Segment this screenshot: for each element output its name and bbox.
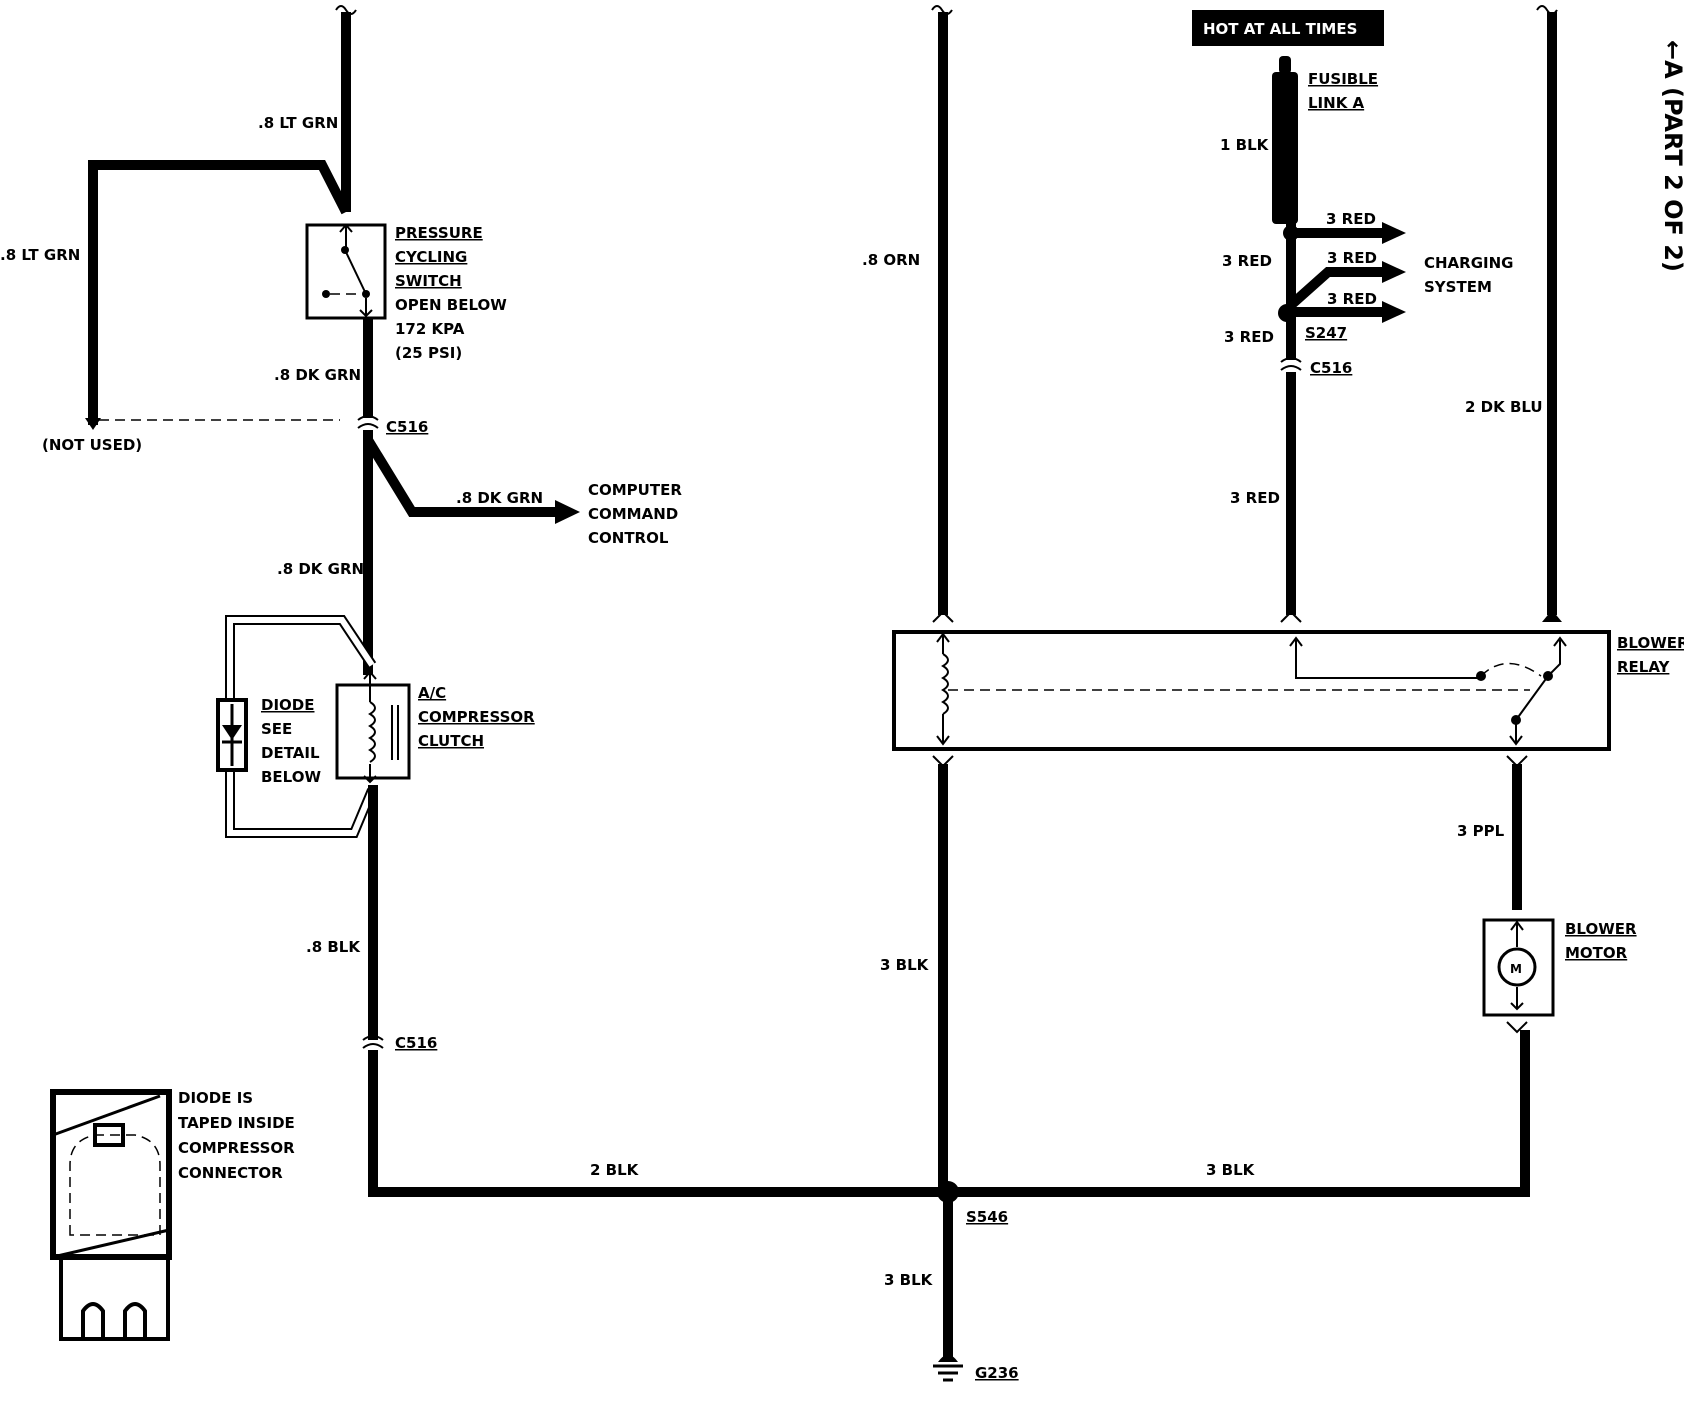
label-pressure-1: PRESSURE bbox=[395, 224, 483, 242]
label-red-f: 3 RED bbox=[1230, 489, 1280, 507]
label-charging-1: CHARGING bbox=[1424, 254, 1513, 272]
connector-c516-a bbox=[357, 415, 379, 429]
label-pressure-2: CYCLING bbox=[395, 248, 467, 266]
label-red-e: 3 RED bbox=[1224, 328, 1274, 346]
label-orn: .8 ORN bbox=[862, 251, 920, 269]
label-charging-2: SYSTEM bbox=[1424, 278, 1492, 296]
label-red-c: 3 RED bbox=[1327, 249, 1377, 267]
label-motor-2: MOTOR bbox=[1565, 944, 1628, 962]
label-detail-3: COMPRESSOR bbox=[178, 1139, 295, 1157]
label-fusible-2: LINK A bbox=[1308, 94, 1365, 112]
labels: .8 LT GRN .8 LT GRN PRESSURE CYCLING SWI… bbox=[0, 20, 1684, 1382]
label-pressure-5: 172 KPA bbox=[395, 320, 465, 338]
label-detail-2: TAPED INSIDE bbox=[178, 1114, 295, 1132]
blower-relay bbox=[892, 630, 1611, 751]
not-used-terminal bbox=[85, 418, 101, 430]
label-page-ref: ←A (PART 2 OF 2) bbox=[1659, 40, 1684, 272]
label-blk-3-right: 3 BLK bbox=[1206, 1161, 1256, 1179]
wire-break-mark bbox=[335, 5, 357, 15]
label-ccc-1: COMPUTER bbox=[588, 481, 682, 499]
label-c516-c: C516 bbox=[395, 1034, 437, 1052]
blower-circuit bbox=[892, 5, 1611, 1192]
connector-c516-c bbox=[362, 1035, 384, 1049]
label-red-d: 3 RED bbox=[1327, 290, 1377, 308]
ground-g236 bbox=[933, 1355, 963, 1382]
motor-circle bbox=[1497, 947, 1537, 987]
compressor-circuit bbox=[85, 5, 1530, 1382]
label-pressure-3: SWITCH bbox=[395, 272, 462, 290]
label-s546: S546 bbox=[966, 1208, 1008, 1226]
label-dk-blu: 2 DK BLU bbox=[1465, 398, 1543, 416]
hot-at-all-times-box bbox=[1192, 10, 1384, 46]
diode-loop-wire bbox=[225, 615, 377, 838]
ccc-arrow bbox=[555, 500, 580, 524]
label-ccc-2: COMMAND bbox=[588, 505, 678, 523]
label-blk-3-bottom: 3 BLK bbox=[884, 1271, 934, 1289]
charging-arrow-3 bbox=[1382, 301, 1406, 323]
label-dk-grn-ccc: .8 DK GRN bbox=[456, 489, 543, 507]
blower-relay-box bbox=[892, 630, 1611, 751]
label-lt-grn-top: .8 LT GRN bbox=[258, 114, 338, 132]
label-c516-a: C516 bbox=[386, 418, 428, 436]
connector-c516-b bbox=[1280, 357, 1302, 371]
label-blk-3-mid: 3 BLK bbox=[880, 956, 930, 974]
diode-detail bbox=[50, 1089, 172, 1341]
wire-dk-grn-ccc bbox=[363, 437, 555, 517]
label-ccc-3: CONTROL bbox=[588, 529, 669, 547]
charging-arrow-1 bbox=[1382, 222, 1406, 244]
label-blk-8: .8 BLK bbox=[306, 938, 361, 956]
fusible-link-a bbox=[1272, 72, 1298, 224]
label-clutch-3: CLUTCH bbox=[418, 732, 484, 750]
blower-motor-box bbox=[1482, 918, 1555, 1017]
label-relay-1: BLOWER bbox=[1617, 634, 1684, 652]
label-g236: G236 bbox=[975, 1364, 1019, 1382]
label-clutch-2: COMPRESSOR bbox=[418, 708, 535, 726]
label-pressure-4: OPEN BELOW bbox=[395, 296, 507, 314]
label-diode-4: BELOW bbox=[261, 768, 321, 786]
label-detail-1: DIODE IS bbox=[178, 1089, 253, 1107]
label-blk-2: 2 BLK bbox=[590, 1161, 640, 1179]
label-relay-2: RELAY bbox=[1617, 658, 1671, 676]
label-hot-at-all-times: HOT AT ALL TIMES bbox=[1203, 20, 1357, 38]
label-lt-grn-left: .8 LT GRN bbox=[0, 246, 80, 264]
label-not-used: (NOT USED) bbox=[42, 436, 142, 454]
label-diode-3: DETAIL bbox=[261, 744, 320, 762]
label-red-b: 3 RED bbox=[1222, 252, 1272, 270]
label-detail-4: CONNECTOR bbox=[178, 1164, 283, 1182]
ac-compressor-clutch bbox=[335, 671, 411, 784]
label-diode-1: DIODE bbox=[261, 696, 314, 714]
label-fusible-1: FUSIBLE bbox=[1308, 70, 1378, 88]
wire-lt-grn-loop bbox=[88, 160, 351, 425]
wire-break-mark bbox=[931, 5, 953, 15]
diode bbox=[216, 698, 248, 772]
label-clutch-1: A/C bbox=[418, 684, 446, 702]
wire-blk-ground-bus bbox=[368, 1030, 1530, 1197]
pressure-cycling-switch bbox=[305, 223, 387, 320]
label-dk-grn-1: .8 DK GRN bbox=[274, 366, 361, 384]
splice-s247 bbox=[1278, 304, 1296, 322]
label-blk-1: 1 BLK bbox=[1220, 136, 1270, 154]
label-dk-grn-2: .8 DK GRN bbox=[277, 560, 364, 578]
label-diode-2: SEE bbox=[261, 720, 292, 738]
label-pressure-6: (25 PSI) bbox=[395, 344, 462, 362]
blower-motor bbox=[1482, 918, 1555, 1017]
label-motor-m: M bbox=[1510, 962, 1522, 976]
label-ppl: 3 PPL bbox=[1457, 822, 1505, 840]
label-motor-1: BLOWER bbox=[1565, 920, 1637, 938]
label-s247: S247 bbox=[1305, 324, 1347, 342]
label-c516-b: C516 bbox=[1310, 359, 1352, 377]
charging-arrow-2 bbox=[1382, 261, 1406, 283]
label-red-a: 3 RED bbox=[1326, 210, 1376, 228]
